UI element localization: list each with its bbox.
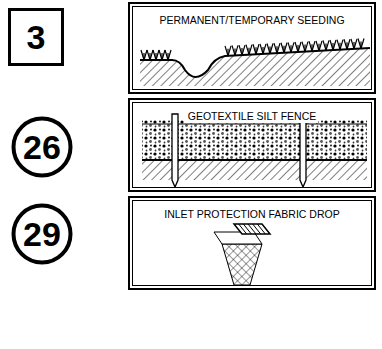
inlet-drop-illustration: [214, 224, 270, 285]
symbol-number: 29: [11, 217, 73, 251]
symbol-square: 3: [8, 8, 64, 66]
panel-title: GEOTEXTILE SILT FENCE: [186, 111, 319, 123]
panel-title: PERMANENT/TEMPORARY SEEDING: [157, 15, 346, 27]
panel-title: INLET PROTECTION FABRIC DROP: [162, 209, 341, 221]
detail-panel: PERMANENT/TEMPORARY SEEDING: [128, 2, 376, 94]
seeding-illustration: [140, 38, 370, 86]
silt-fence-illustration: [142, 114, 367, 187]
symbol-number: 3: [11, 20, 61, 54]
symbol-circle: 29: [11, 203, 73, 265]
symbol-number: 26: [11, 130, 73, 164]
detail-panel: INLET PROTECTION FABRIC DROP: [128, 196, 376, 290]
detail-panel: GEOTEXTILE SILT FENCE: [128, 98, 376, 192]
symbol-circle: 26: [11, 116, 73, 178]
